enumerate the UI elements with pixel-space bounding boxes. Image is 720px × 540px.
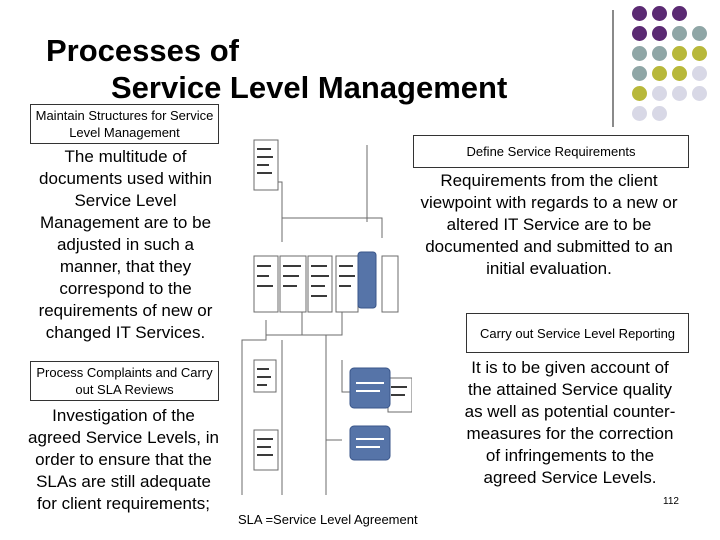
service-reporting-text: It is to be given account of the attaine… — [460, 357, 680, 489]
decorative-dot — [652, 26, 667, 41]
decorative-dot — [652, 66, 667, 81]
decorative-dot — [692, 86, 707, 101]
footnote: SLA =Service Level Agreement — [238, 512, 418, 527]
process-complaints-label: Process Complaints and Carry out SLA Rev… — [30, 361, 219, 401]
decorative-dot — [692, 66, 707, 81]
diagram-doc-define-3 — [308, 256, 332, 312]
decorative-dot — [632, 106, 647, 121]
decorative-dot — [672, 26, 687, 41]
diagram-doc-review — [254, 430, 278, 470]
diagram-activity-reviews — [350, 426, 390, 460]
diagram-doc-define-2 — [280, 256, 306, 312]
decorative-dot — [632, 26, 647, 41]
decorative-dot — [652, 46, 667, 61]
define-requirements-text: Requirements from the client viewpoint w… — [410, 170, 688, 280]
diagram-activity-define — [358, 252, 376, 308]
diagram-doc-define-1 — [254, 256, 278, 312]
decorative-dot — [672, 6, 687, 21]
decorative-dot — [632, 6, 647, 21]
maintain-structures-label-text: Maintain Structures for Service Level Ma… — [31, 107, 218, 141]
define-requirements-label-text: Define Service Requirements — [466, 143, 635, 160]
decorative-dot — [672, 86, 687, 101]
decorative-dot — [672, 46, 687, 61]
diagram-doc-define-4 — [336, 256, 358, 312]
maintain-structures-text: The multitude of documents used within S… — [32, 146, 219, 344]
diagram-activity-reporting — [350, 368, 390, 408]
decorative-dot — [632, 86, 647, 101]
service-reporting-label-text: Carry out Service Level Reporting — [480, 325, 675, 342]
title-line-1: Processes of — [46, 33, 239, 69]
process-flow-diagram — [232, 130, 412, 510]
process-complaints-text: Investigation of the agreed Service Leve… — [28, 405, 219, 515]
decorative-dot — [652, 106, 667, 121]
decorative-dot — [692, 26, 707, 41]
maintain-structures-label: Maintain Structures for Service Level Ma… — [30, 104, 219, 144]
diagram-doc-requirements — [382, 256, 398, 312]
process-complaints-label-text: Process Complaints and Carry out SLA Rev… — [31, 364, 218, 398]
define-requirements-label: Define Service Requirements — [413, 135, 689, 168]
page-number: 112 — [663, 496, 679, 507]
decorative-dot — [652, 6, 667, 21]
decorative-dot — [692, 46, 707, 61]
decorative-dot — [632, 66, 647, 81]
decorative-divider — [612, 10, 614, 127]
decorative-dot — [652, 86, 667, 101]
decorative-dot — [632, 46, 647, 61]
title-line-2: Service Level Management — [111, 70, 507, 106]
service-reporting-label: Carry out Service Level Reporting — [466, 313, 689, 353]
decorative-dot — [672, 66, 687, 81]
